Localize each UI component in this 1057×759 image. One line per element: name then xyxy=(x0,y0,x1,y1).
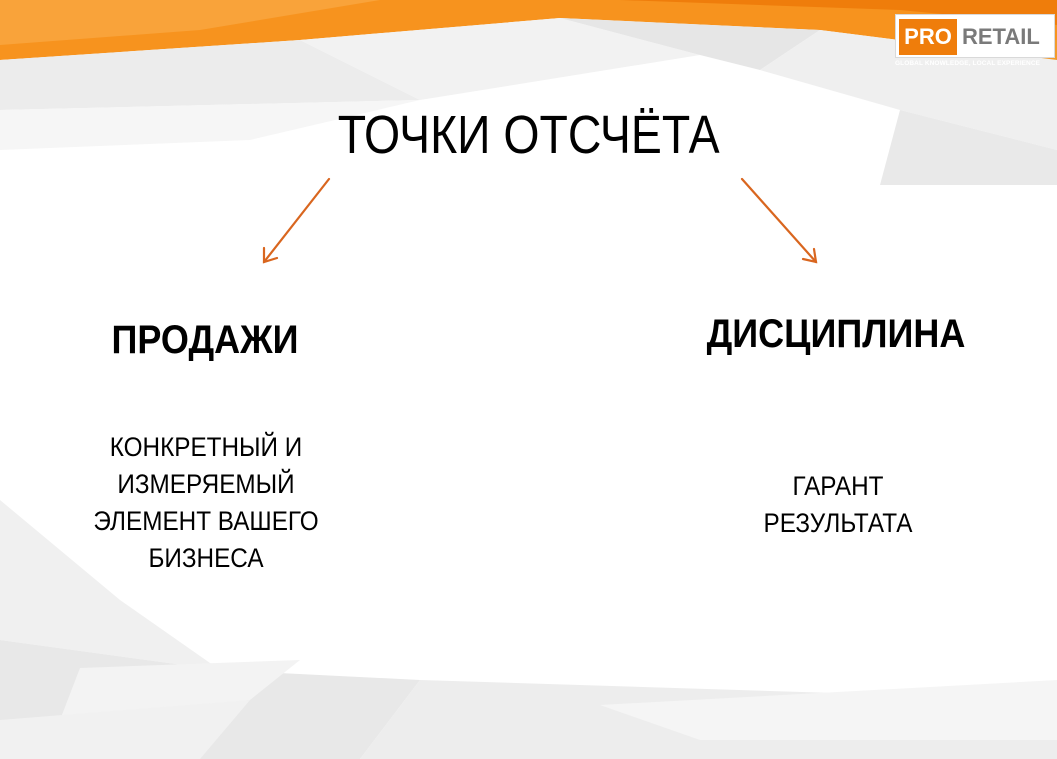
pro-retail-logo: PRO RETAIL GLOBAL KNOWLEDGE, LOCAL EXPER… xyxy=(895,14,1055,70)
logo-box: PRO RETAIL xyxy=(895,14,1055,58)
sales-line-4: БИЗНЕСА xyxy=(148,543,264,573)
logo-pro-text: PRO xyxy=(899,19,957,55)
sales-line-1: КОНКРЕТНЫЙ И xyxy=(109,432,303,462)
discipline-heading: ДИСЦИПЛИНА xyxy=(706,312,966,356)
discipline-line-1: ГАРАНТ xyxy=(792,471,884,501)
sales-line-2: ИЗМЕРЯЕМЫЙ xyxy=(117,469,295,499)
left-arrow-icon xyxy=(262,177,331,264)
logo-retail-text: RETAIL xyxy=(962,24,1040,49)
slide-title: ТОЧКИ ОТСЧЁТА xyxy=(337,105,720,165)
right-arrow-icon xyxy=(740,177,818,264)
discipline-description: ГАРАНТ РЕЗУЛЬТАТА xyxy=(703,468,973,542)
sales-line-3: ЭЛЕМЕНТ ВАШЕГО xyxy=(93,506,319,536)
discipline-line-2: РЕЗУЛЬТАТА xyxy=(763,508,913,538)
sales-heading: ПРОДАЖИ xyxy=(111,318,299,362)
sales-description: КОНКРЕТНЫЙ И ИЗМЕРЯЕМЫЙ ЭЛЕМЕНТ ВАШЕГО Б… xyxy=(71,429,341,577)
logo-tagline: GLOBAL KNOWLEDGE, LOCAL EXPERIENCE xyxy=(895,60,1041,67)
